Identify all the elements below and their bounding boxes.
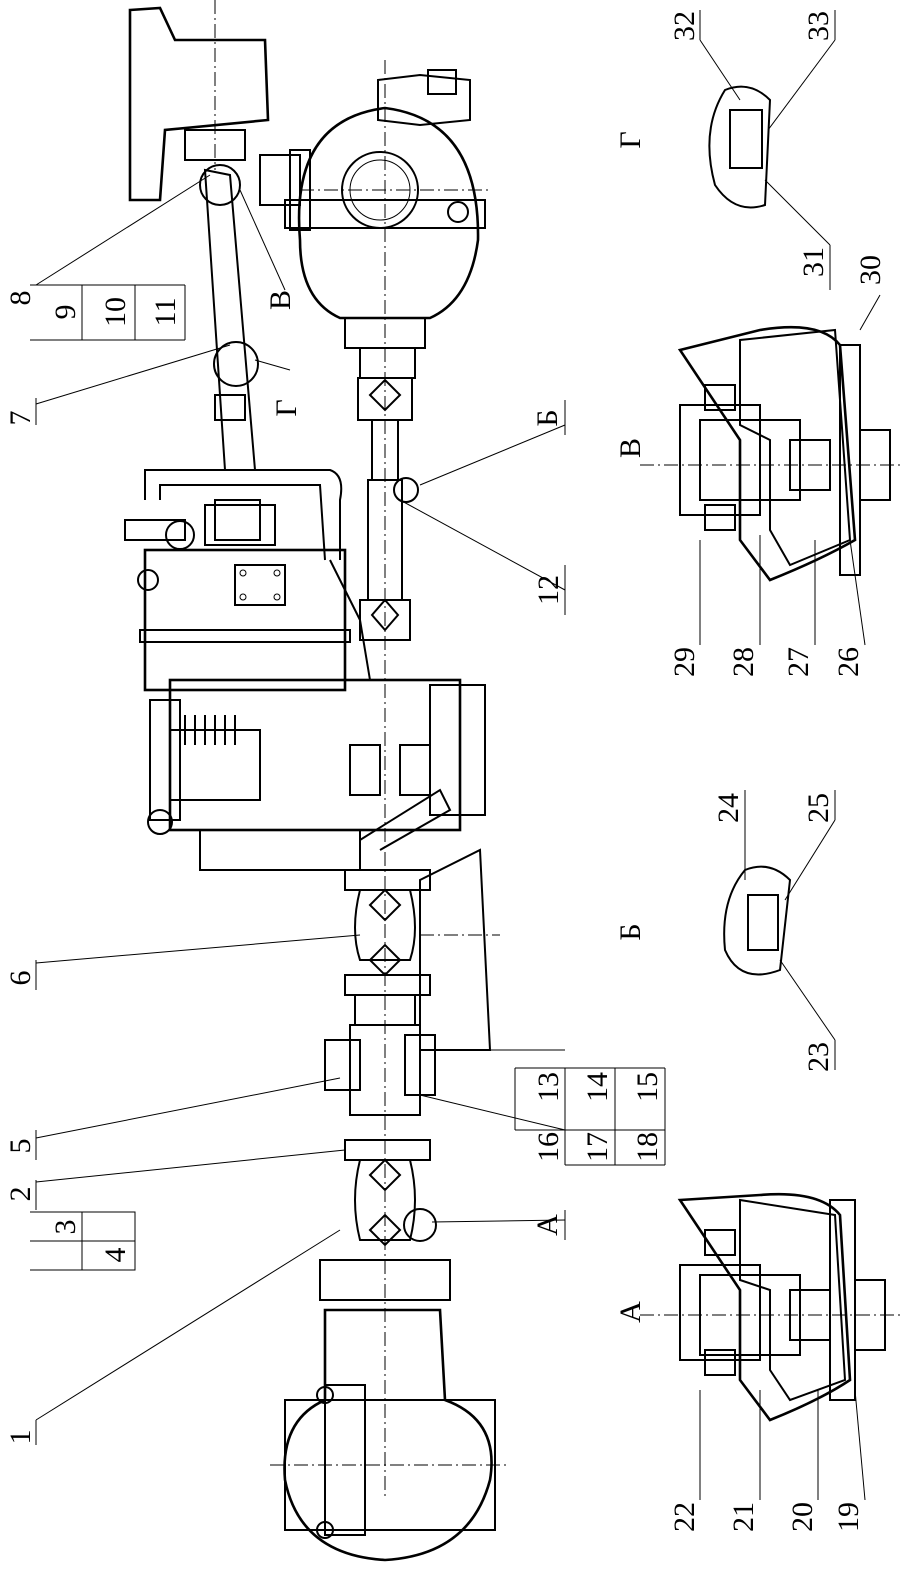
callout-25: 25: [802, 793, 835, 823]
detail-view-a: [640, 1192, 900, 1501]
callout-7: 7: [4, 411, 37, 426]
callout-19: 19: [832, 1502, 865, 1532]
view-title-g: Г: [614, 131, 647, 148]
callout-13: 13: [532, 1072, 565, 1102]
front-propeller-shaft: [324, 848, 500, 1247]
callout-12: 12: [532, 575, 565, 605]
callout-6: 6: [4, 971, 37, 986]
callout-31: 31: [797, 247, 830, 277]
callout-29: 29: [668, 647, 701, 677]
callout-28: 28: [727, 647, 760, 677]
callout-26: 26: [832, 647, 865, 677]
front-axle-housing: [270, 1259, 510, 1562]
callout-2: 2: [4, 1187, 37, 1202]
leader-lines: [30, 174, 666, 1445]
callout-20: 20: [786, 1502, 819, 1532]
callout-14: 14: [581, 1072, 614, 1102]
callout-22: 22: [668, 1502, 701, 1532]
view-label-b-main: Б: [531, 409, 564, 426]
detail-view-b: [723, 790, 836, 1070]
view-title-b: Б: [614, 923, 647, 940]
driveline-assembly: [124, 0, 510, 1562]
view-title-v: В: [614, 438, 647, 458]
callout-5: 5: [4, 1139, 37, 1154]
callout-32: 32: [668, 11, 701, 41]
view-label-v-main: В: [264, 290, 297, 310]
callout-1: 1: [4, 1430, 37, 1445]
callout-27: 27: [782, 647, 815, 677]
view-label-a-main: А: [531, 1214, 564, 1236]
callout-labels: 1 2 3 4 5 6 7 8 9 10 11 12 13 14 15 16 1…: [4, 11, 887, 1532]
view-title-a: А: [614, 1301, 647, 1323]
steering-linkage: [124, 0, 301, 541]
engine: [147, 678, 486, 871]
callout-9: 9: [49, 305, 82, 320]
callout-30: 30: [854, 255, 887, 285]
callout-24: 24: [712, 793, 745, 823]
callout-18: 18: [631, 1132, 664, 1162]
gearbox: [137, 469, 371, 692]
callout-15: 15: [631, 1072, 664, 1102]
callout-3: 3: [49, 1220, 82, 1235]
callout-11: 11: [149, 298, 182, 327]
callout-17: 17: [581, 1132, 614, 1162]
rear-propeller-shaft: [357, 377, 419, 641]
rear-axle-housing: [284, 69, 490, 379]
detail-view-v: [640, 294, 900, 646]
callout-4: 4: [99, 1248, 132, 1263]
view-label-g-main: Г: [270, 399, 303, 416]
callout-16: 16: [532, 1132, 565, 1162]
callout-8: 8: [4, 291, 37, 306]
callout-21: 21: [727, 1502, 760, 1532]
callout-23: 23: [802, 1042, 835, 1072]
callout-33: 33: [802, 11, 835, 41]
detail-view-g: [699, 10, 836, 290]
callout-10: 10: [99, 297, 132, 327]
